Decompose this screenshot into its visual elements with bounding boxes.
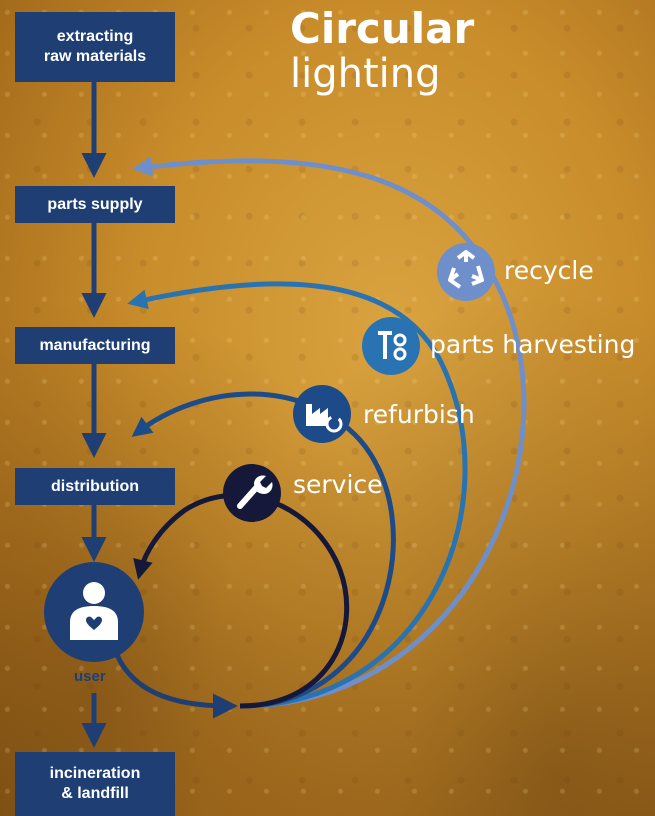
step-label: distribution: [51, 477, 139, 495]
tools-icon: [362, 317, 420, 375]
step-label: extracting raw materials: [43, 28, 147, 65]
arrow-user-out: [112, 649, 238, 719]
recycle-icon: [437, 243, 495, 301]
step-label: manufacturing: [39, 336, 151, 354]
step-extracting-raw-materials: extracting raw materials: [15, 12, 175, 82]
loop-arc-refurbish: [131, 391, 396, 709]
user-node: [44, 562, 144, 662]
step-label: parts supply: [47, 195, 143, 213]
loop-arc-recycle: [132, 156, 527, 709]
loop-arc-parts-harvesting: [127, 281, 468, 709]
step-manufacturing: manufacturing: [15, 327, 175, 364]
user-label: user: [74, 668, 106, 685]
step-incineration-landfill: incineration & landfill: [15, 752, 175, 816]
loop-arc-service: [133, 492, 350, 709]
step-label: incineration & landfill: [49, 765, 141, 802]
page-title: Circular lighting: [290, 4, 475, 97]
factory-refresh-icon: [293, 385, 351, 443]
title-line-1: Circular: [290, 4, 475, 53]
loop-label-recycle: recycle: [504, 256, 594, 285]
loop-label-refurbish: refurbish: [363, 400, 475, 429]
step-distribution: distribution: [15, 468, 175, 505]
loop-label-parts-harvesting: parts harvesting: [430, 330, 636, 359]
wrench-icon: [223, 464, 281, 522]
title-line-2: lighting: [290, 51, 441, 97]
user-heart-icon: [70, 582, 118, 640]
loop-label-service: service: [293, 470, 383, 499]
step-parts-supply: parts supply: [15, 186, 175, 223]
